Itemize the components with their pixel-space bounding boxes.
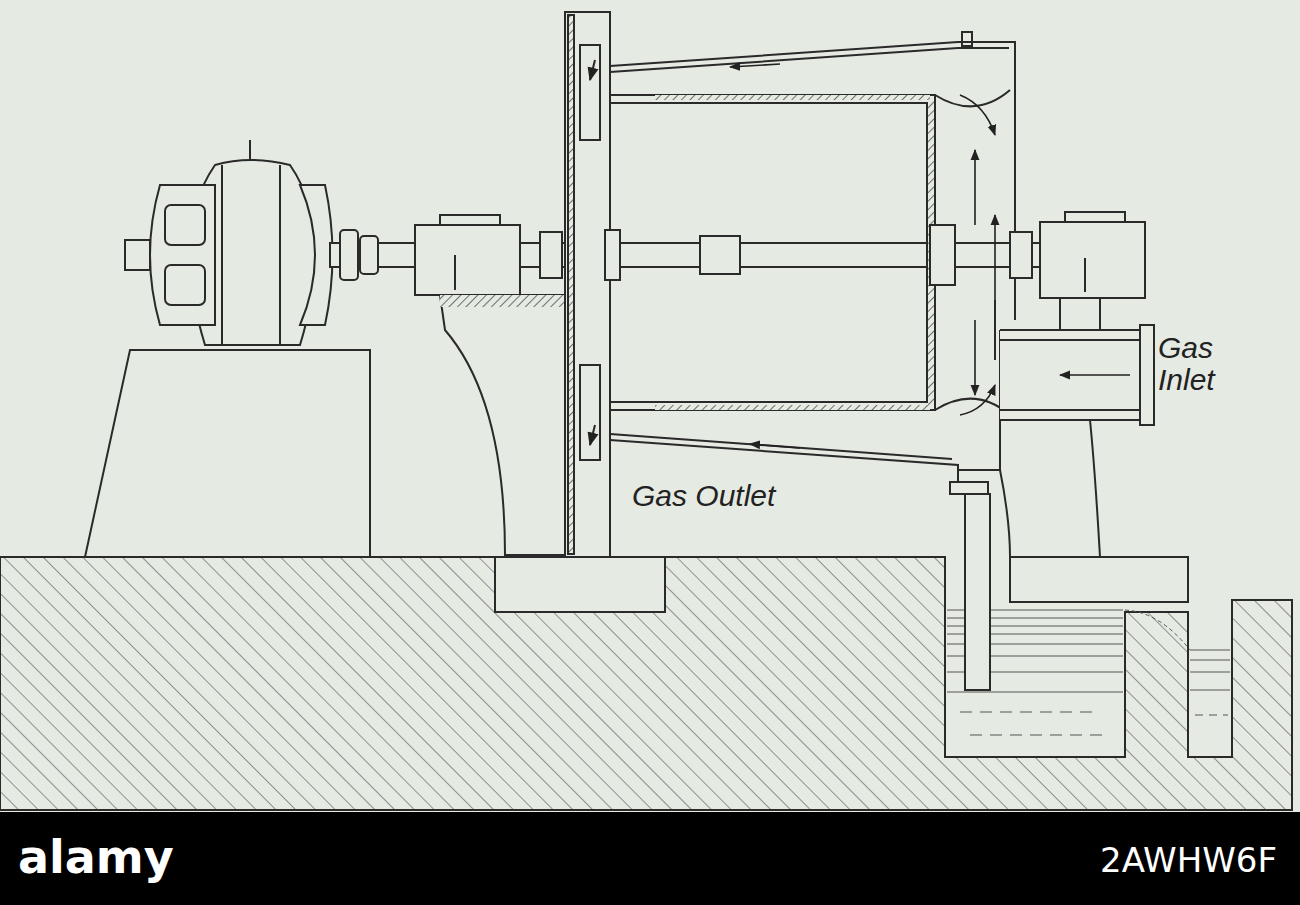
motor xyxy=(125,140,333,345)
inlet-pipe xyxy=(1000,298,1154,425)
footing xyxy=(495,557,665,612)
watermark: alamy xyxy=(18,830,218,884)
foundation xyxy=(0,557,1292,810)
outlet-casing xyxy=(565,12,610,557)
image-id: 2AWHW6F xyxy=(1100,840,1290,880)
pedestal xyxy=(1000,420,1100,557)
flow-arrow xyxy=(730,64,1130,448)
hub xyxy=(540,225,1032,285)
pedestal xyxy=(440,295,565,555)
flow-label: Gas Inlet xyxy=(1158,332,1238,395)
flow-label: Gas Outlet xyxy=(632,480,832,512)
watermark-bar xyxy=(0,812,1300,905)
footing xyxy=(1010,557,1188,602)
drain-pipe xyxy=(950,482,990,690)
outer-casing xyxy=(610,32,1015,490)
motor-base xyxy=(85,350,370,557)
bearing xyxy=(415,212,1145,298)
rotor-drum xyxy=(610,95,935,410)
